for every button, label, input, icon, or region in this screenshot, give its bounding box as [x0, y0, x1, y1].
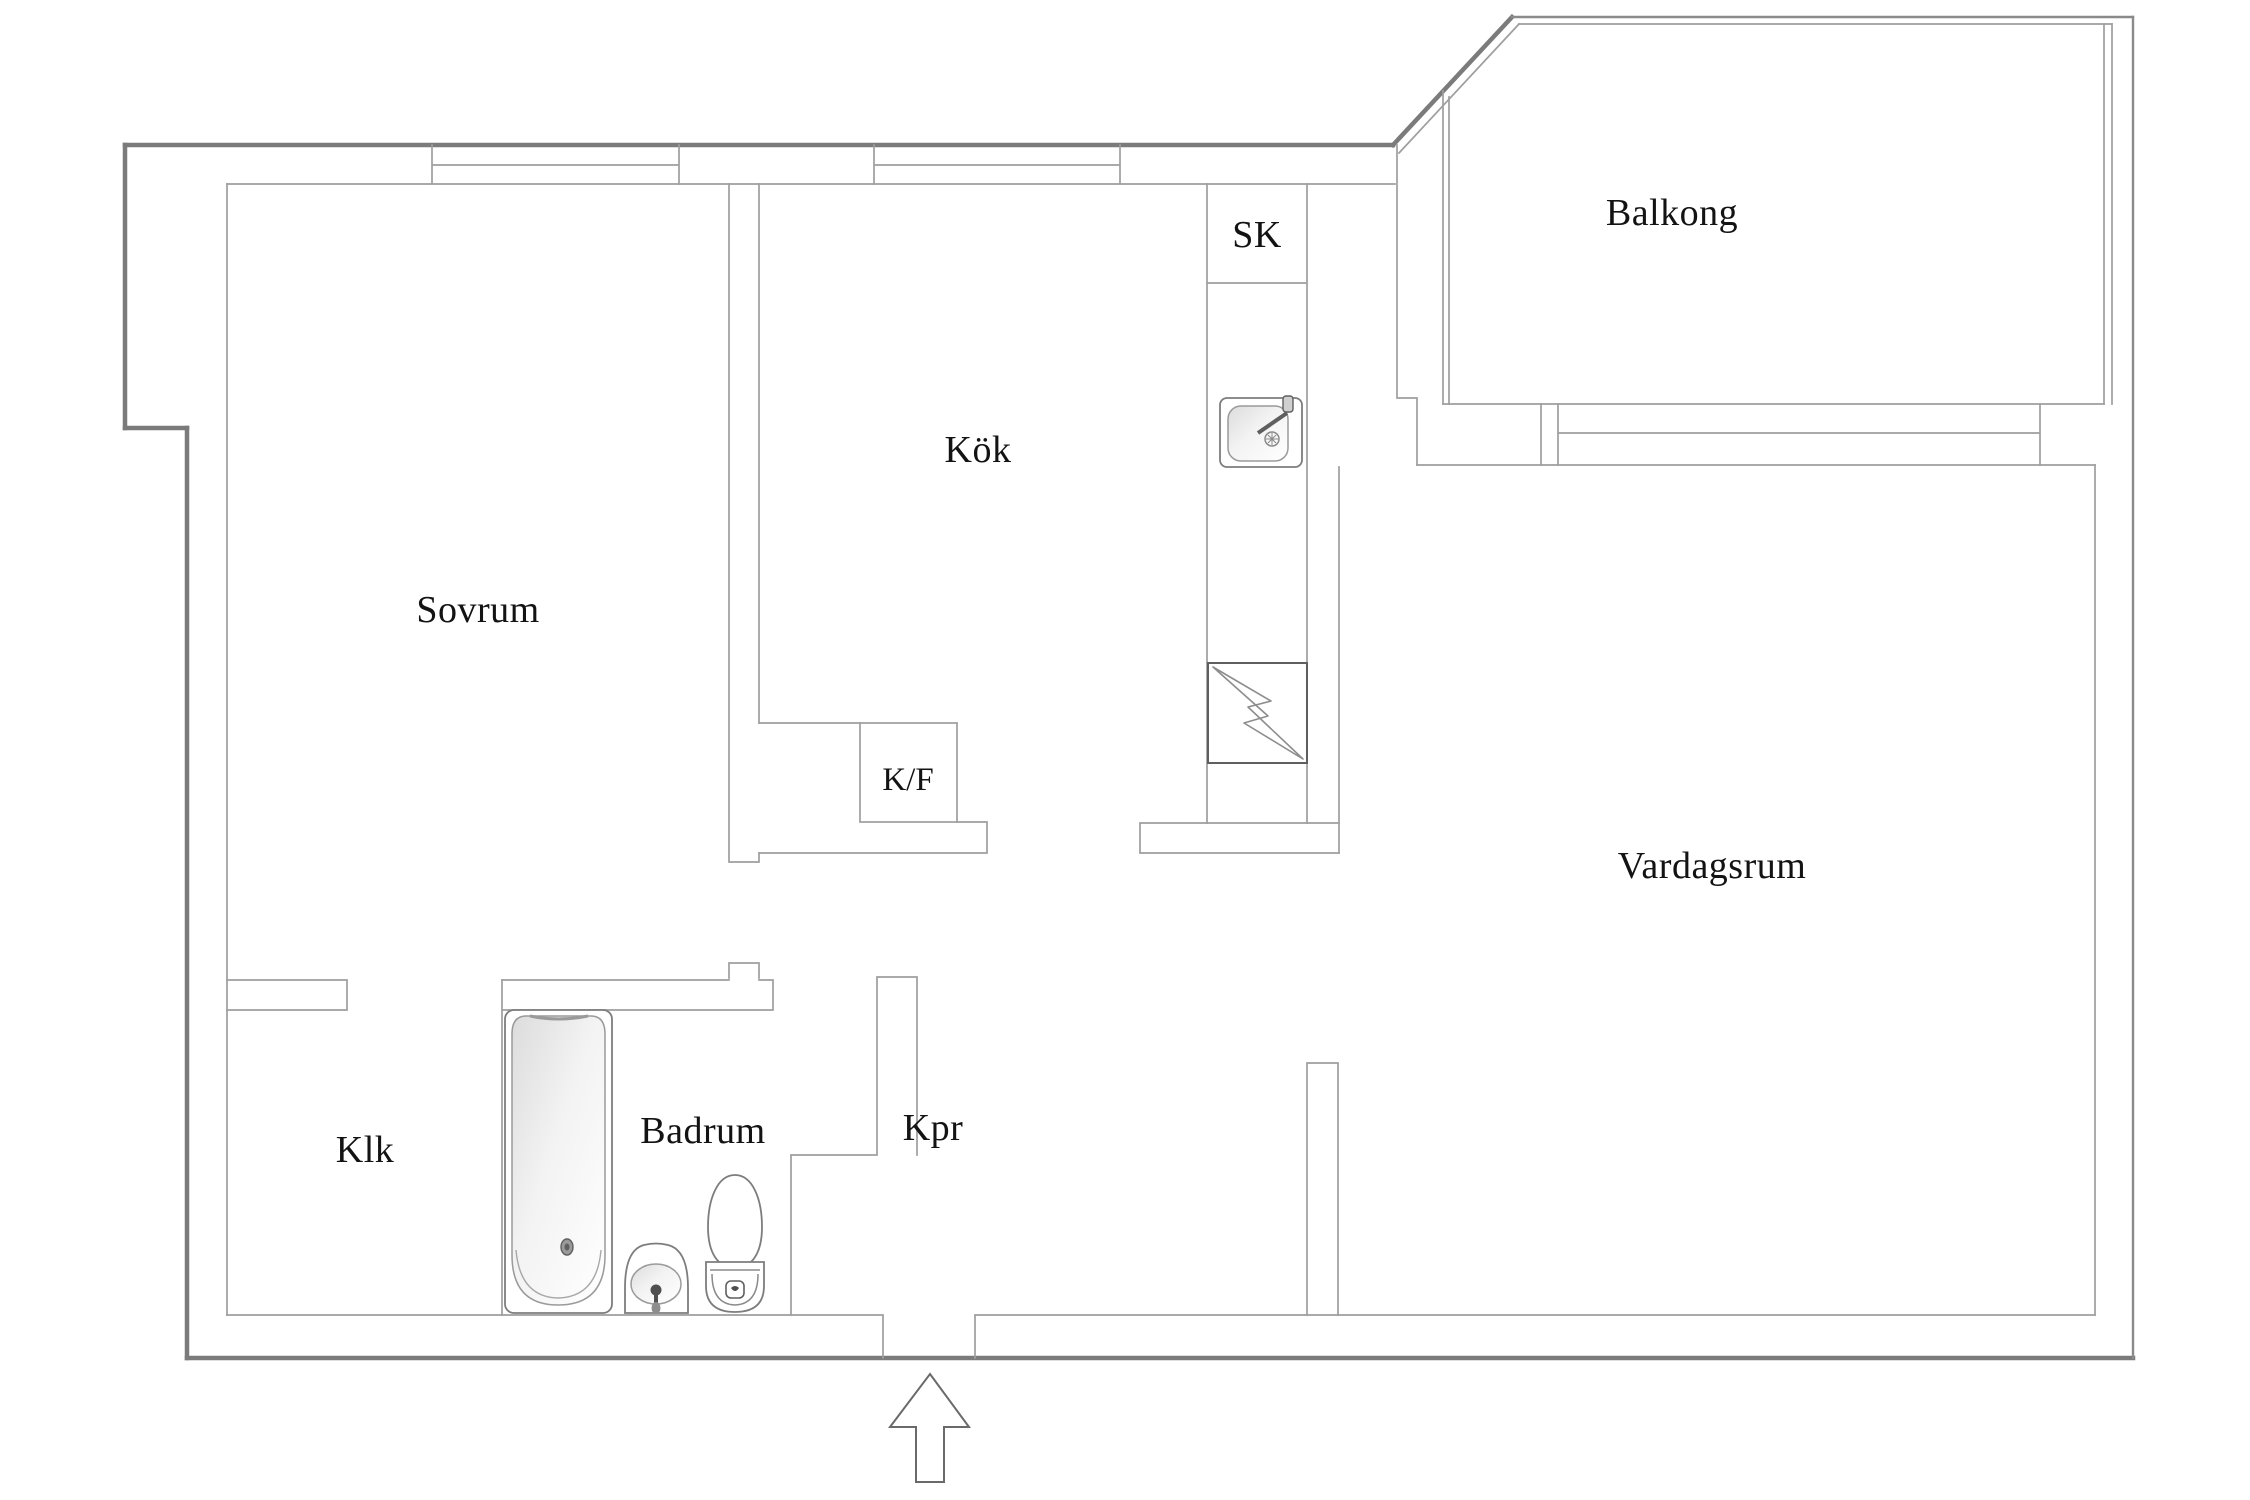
kitchen-column — [1206, 183, 1308, 824]
inner-bottom-left — [226, 1314, 884, 1359]
label-sk: SK — [1232, 214, 1282, 256]
kitchen-window — [873, 144, 1121, 185]
stove-icon — [1207, 662, 1308, 764]
label-klk: Klk — [336, 1129, 395, 1171]
diagonal-corner-wall — [1389, 13, 1516, 149]
balcony-window — [1540, 403, 2041, 466]
kitchen-fixtures — [859, 395, 1308, 823]
label-sovrum: Sovrum — [416, 589, 539, 631]
bathtub-icon — [504, 1009, 613, 1314]
badrum-top-wall — [501, 979, 774, 1011]
kitchen-sink-icon — [1219, 395, 1303, 468]
balcony-left-wall — [1442, 90, 1450, 405]
room-labels: Sovrum Kök SK Balkong Vardagsrum K/F Klk… — [336, 192, 1807, 1171]
balcony-inner-diagonal — [1397, 22, 1521, 155]
label-vardagsrum: Vardagsrum — [1618, 845, 1807, 887]
exterior-walls — [122, 13, 2136, 1361]
balcony-walls — [1397, 22, 2113, 405]
balcony-right-wall — [2103, 23, 2113, 405]
interior-walls — [226, 144, 2096, 1359]
windows — [431, 144, 2041, 466]
label-kf: K/F — [882, 762, 933, 798]
bedroom-kitchen-wall — [728, 183, 760, 863]
toilet-icon — [705, 1174, 765, 1313]
klk-top-wall — [226, 979, 348, 1011]
fridge-freezer-box — [859, 722, 958, 823]
washbasin-icon — [624, 1242, 689, 1314]
kpr-vardagsrum-spur — [1306, 1062, 1339, 1316]
label-kok: Kök — [945, 429, 1012, 471]
bedroom-door-jamb — [728, 962, 760, 979]
kitchen-right-wall — [1396, 144, 1418, 466]
badrum-kpr-wall — [790, 976, 918, 1316]
kitchen-corridor-wall — [1139, 822, 1340, 854]
label-kpr: Kpr — [903, 1107, 964, 1149]
kitchen-lower-interior — [758, 722, 988, 854]
label-badrum: Badrum — [640, 1110, 765, 1152]
bedroom-window — [431, 144, 680, 185]
entrance-arrow-icon — [887, 1372, 971, 1483]
label-balkong: Balkong — [1606, 192, 1738, 234]
bathroom-fixtures — [504, 1009, 765, 1314]
inner-bottom-right — [974, 1314, 2096, 1359]
